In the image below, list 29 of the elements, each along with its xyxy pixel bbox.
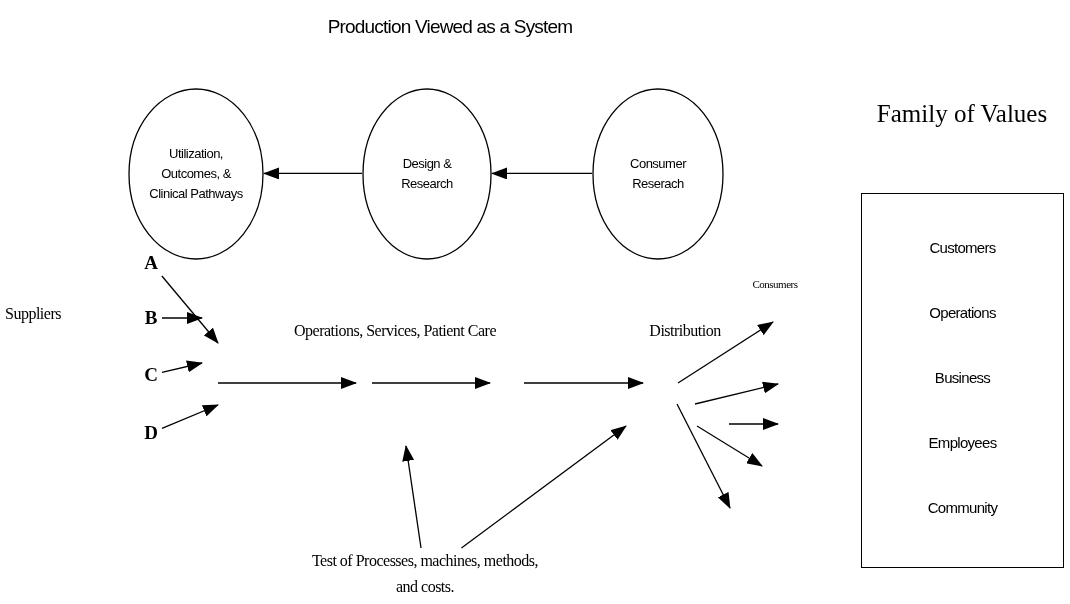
- value-item: Customers: [928, 239, 997, 256]
- supplier-letter: D: [140, 420, 162, 446]
- box-heading: Family of Values: [875, 100, 1049, 128]
- value-item: Community: [926, 499, 999, 516]
- text-label: Distribution: [648, 322, 722, 340]
- supplier-letter: C: [140, 362, 162, 388]
- value-item: Employees: [927, 434, 998, 451]
- text-label: Operations, Services, Patient Care: [292, 322, 497, 340]
- text-label: Consumers: [751, 278, 799, 290]
- node-label: Consumer Reserach: [629, 155, 688, 193]
- ellipse-node: [362, 88, 492, 260]
- arrow: [491, 167, 593, 180]
- supplier-letter: B: [140, 305, 162, 331]
- arrow: [161, 275, 219, 344]
- arrow: [402, 445, 422, 549]
- arrow: [161, 312, 203, 324]
- node-label: Design & Research: [400, 155, 454, 193]
- value-item: Business: [933, 369, 992, 386]
- arrow: [161, 404, 219, 430]
- arrow: [263, 167, 363, 180]
- ellipse-node: [592, 88, 724, 260]
- arrow: [460, 425, 627, 549]
- node-label: Utilization, Outcomes, & Clinical Pathways: [148, 145, 244, 203]
- text-label: Suppliers: [5, 305, 62, 323]
- note-text: Test of Processes, machines, methods, and costs.: [305, 548, 545, 602]
- diagram-title: Production Viewed as a System: [326, 16, 574, 38]
- supplier-letter: A: [140, 250, 162, 276]
- arrow: [161, 360, 203, 374]
- value-item: Operations: [928, 304, 997, 321]
